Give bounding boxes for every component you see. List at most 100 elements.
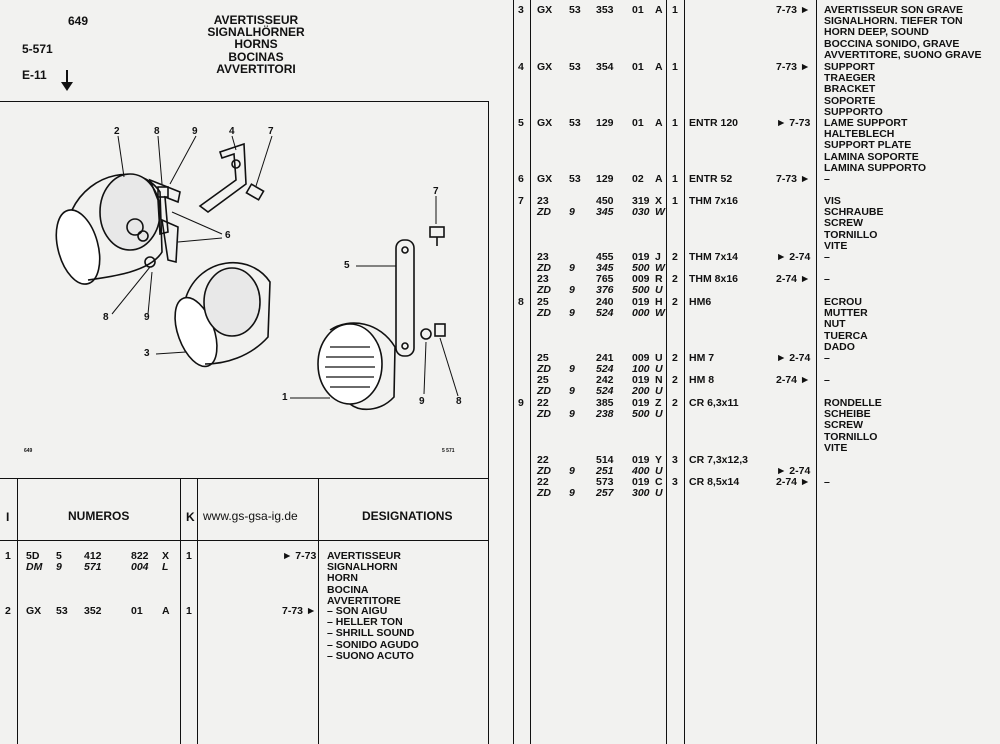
callout-1: 1 (282, 392, 288, 403)
part-number-cell: 01 (131, 605, 143, 617)
qty-k: 3 (672, 476, 678, 488)
part-number: 129 (596, 117, 614, 129)
qty-k: 2 (672, 251, 678, 263)
designation-line: – SON AIGU (327, 605, 388, 617)
callout-5: 5 (344, 260, 350, 271)
part-suffix: 100 (632, 363, 650, 375)
part-suffix: 009 (632, 273, 650, 285)
designation-line: – (824, 251, 830, 263)
part-group: 9 (569, 408, 575, 420)
part-suffix: 019 (632, 476, 650, 488)
part-letter: A (655, 4, 663, 16)
row-index: 8 (518, 296, 524, 308)
page-title: AVERTISSEUR SIGNALHÖRNER HORNS BOCINAS A… (207, 13, 305, 76)
callout-9: 9 (192, 126, 198, 137)
part-number-cell: 822 (131, 550, 149, 562)
right-border-ref (684, 0, 685, 744)
part-number-cell: 9 (56, 561, 62, 574)
part-prefix: ZD (537, 363, 551, 375)
fitting-ref: THM 7x14 (689, 251, 739, 263)
part-number: 385 (596, 397, 614, 409)
right-border-idx (513, 0, 514, 744)
part-number: 345 (596, 206, 614, 218)
designation-line: LAMINA SUPPORTO (824, 161, 927, 174)
part-prefix: 23 (537, 273, 549, 285)
designation-line: SCREW (824, 217, 864, 230)
part-number: 524 (596, 385, 614, 397)
designation-line: DADO (824, 340, 855, 353)
date-range: ► 2-74 (776, 352, 811, 364)
part-prefix: GX (537, 4, 553, 16)
part-suffix: 02 (632, 173, 644, 185)
date-range: 2-74 ► (776, 476, 811, 488)
fitting-ref: HM6 (689, 296, 712, 308)
part-prefix: 23 (537, 195, 549, 207)
part-prefix: 22 (537, 397, 549, 409)
row-index: 2 (5, 605, 11, 617)
qty-k: 1 (186, 605, 192, 617)
callout-8c: 8 (456, 396, 462, 407)
part-prefix: ZD (537, 465, 551, 477)
part-prefix: 23 (537, 251, 549, 263)
part-number-cell: DM (26, 561, 43, 574)
part-group: 53 (569, 4, 581, 16)
designation-line: TORNILLO (824, 228, 878, 241)
part-number: 129 (596, 173, 614, 185)
part-number: 524 (596, 363, 614, 375)
part-group: 53 (569, 173, 581, 185)
part-group: 9 (569, 465, 575, 477)
part-suffix: 030 (632, 206, 650, 218)
part-letter: X (655, 195, 663, 207)
row-index: 1 (5, 550, 11, 562)
date-range: 7-73 ► (282, 605, 317, 617)
qty-k: 2 (672, 374, 678, 386)
designation-line: HORN DEEP, SOUND (824, 26, 929, 39)
left-page-right-border (488, 101, 489, 744)
qty-k: 3 (672, 454, 678, 466)
part-prefix: ZD (537, 408, 551, 420)
designation-line: AVVERTITORE (327, 594, 401, 607)
designation-line: – (824, 352, 830, 364)
designation-line: – (824, 273, 830, 285)
part-suffix: 019 (632, 397, 650, 409)
designation-line: NUT (824, 318, 846, 331)
designation-line: HALTEBLECH (824, 128, 895, 141)
designation-line: SIGNALHORN. TIEFER TON (824, 15, 963, 28)
fitting-ref: HM 7 (689, 352, 715, 364)
fitting-ref: THM 7x16 (689, 195, 739, 207)
designation-line: – HELLER TON (327, 616, 403, 629)
part-prefix: ZD (537, 206, 551, 218)
part-number-cell: 571 (84, 561, 102, 574)
part-prefix: ZD (537, 487, 551, 499)
designation-line: SIGNALHORN (327, 561, 398, 574)
part-suffix: 200 (632, 385, 650, 397)
part-number: 345 (596, 262, 614, 274)
qty-k: 1 (672, 173, 678, 185)
part-number-cell: GX (26, 605, 42, 617)
col-header-numeros: NUMEROS (68, 509, 130, 523)
part-number: 376 (596, 284, 614, 296)
part-number: 455 (596, 251, 614, 263)
part-suffix: 01 (632, 4, 644, 16)
callout-9b: 9 (144, 312, 150, 323)
part-number: 241 (596, 352, 614, 364)
part-suffix: 400 (632, 465, 650, 477)
part-suffix: 019 (632, 454, 650, 466)
designation-line: AVVERTITORE, SUONO GRAVE (824, 48, 982, 61)
part-prefix: 22 (537, 476, 549, 488)
row-index: 6 (518, 173, 524, 185)
designation-line: SCHEIBE (824, 408, 871, 421)
part-suffix: 019 (632, 251, 650, 263)
part-number: 251 (596, 465, 614, 477)
date-range: ► 2-74 (776, 251, 811, 263)
part-letter: J (655, 251, 661, 263)
table-header-bottom-border (0, 540, 488, 541)
row-index: 9 (518, 397, 524, 409)
qty-k: 1 (672, 195, 678, 207)
designation-line: – (824, 476, 830, 488)
part-number: 354 (596, 61, 614, 73)
exploded-diagram: 2 8 9 4 7 6 7 5 8 9 3 1 9 8 649 5 571 (0, 102, 486, 476)
qty-k: 2 (672, 397, 678, 409)
designation-line: SUPPORT PLATE (824, 139, 912, 152)
website-link[interactable]: www.gs-gsa-ig.de (203, 509, 298, 523)
